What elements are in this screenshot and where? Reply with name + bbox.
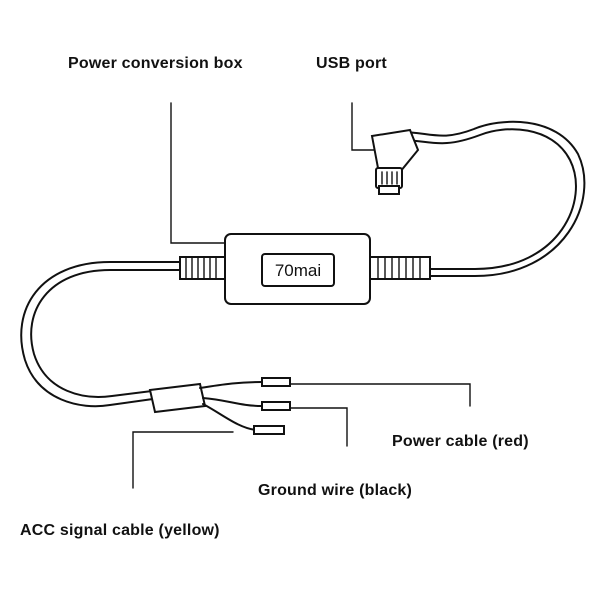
- right-cable-loop-inner: [399, 120, 586, 277]
- label-acc-signal-cable: ACC signal cable (yellow): [20, 522, 220, 539]
- brand-logo: 70mai: [275, 261, 321, 280]
- label-power-cable: Power cable (red): [392, 433, 529, 450]
- ground-wire-tip: [261, 401, 291, 411]
- power-wire: [199, 381, 263, 389]
- power-wire-tip: [261, 377, 291, 387]
- leader-acc-cable: [132, 431, 234, 489]
- wire-sheath: [148, 382, 207, 414]
- acc-wire-tip: [253, 425, 285, 435]
- ground-wire: [202, 397, 263, 407]
- usb-plug-icon: [370, 128, 420, 195]
- brand-badge: [261, 253, 335, 287]
- power-conversion-box: 70mai: [224, 233, 371, 305]
- right-strain-relief: [369, 256, 431, 280]
- right-cable-loop: [399, 128, 577, 270]
- leader-power-cable: [290, 383, 471, 407]
- label-usb-port: USB port: [316, 55, 387, 72]
- output-wires: [199, 377, 291, 435]
- leader-ground-wire: [290, 407, 348, 447]
- leader-lines: [132, 102, 471, 489]
- label-ground-wire: Ground wire (black): [258, 482, 413, 499]
- acc-wire: [202, 403, 257, 431]
- left-cable-loop-inner: [30, 269, 181, 398]
- label-power-conversion-box: Power conversion box: [68, 55, 243, 72]
- left-cable-loop: [20, 261, 181, 408]
- leader-usb-port: [351, 102, 379, 151]
- leader-power-box: [170, 102, 226, 244]
- left-strain-relief: [179, 256, 227, 280]
